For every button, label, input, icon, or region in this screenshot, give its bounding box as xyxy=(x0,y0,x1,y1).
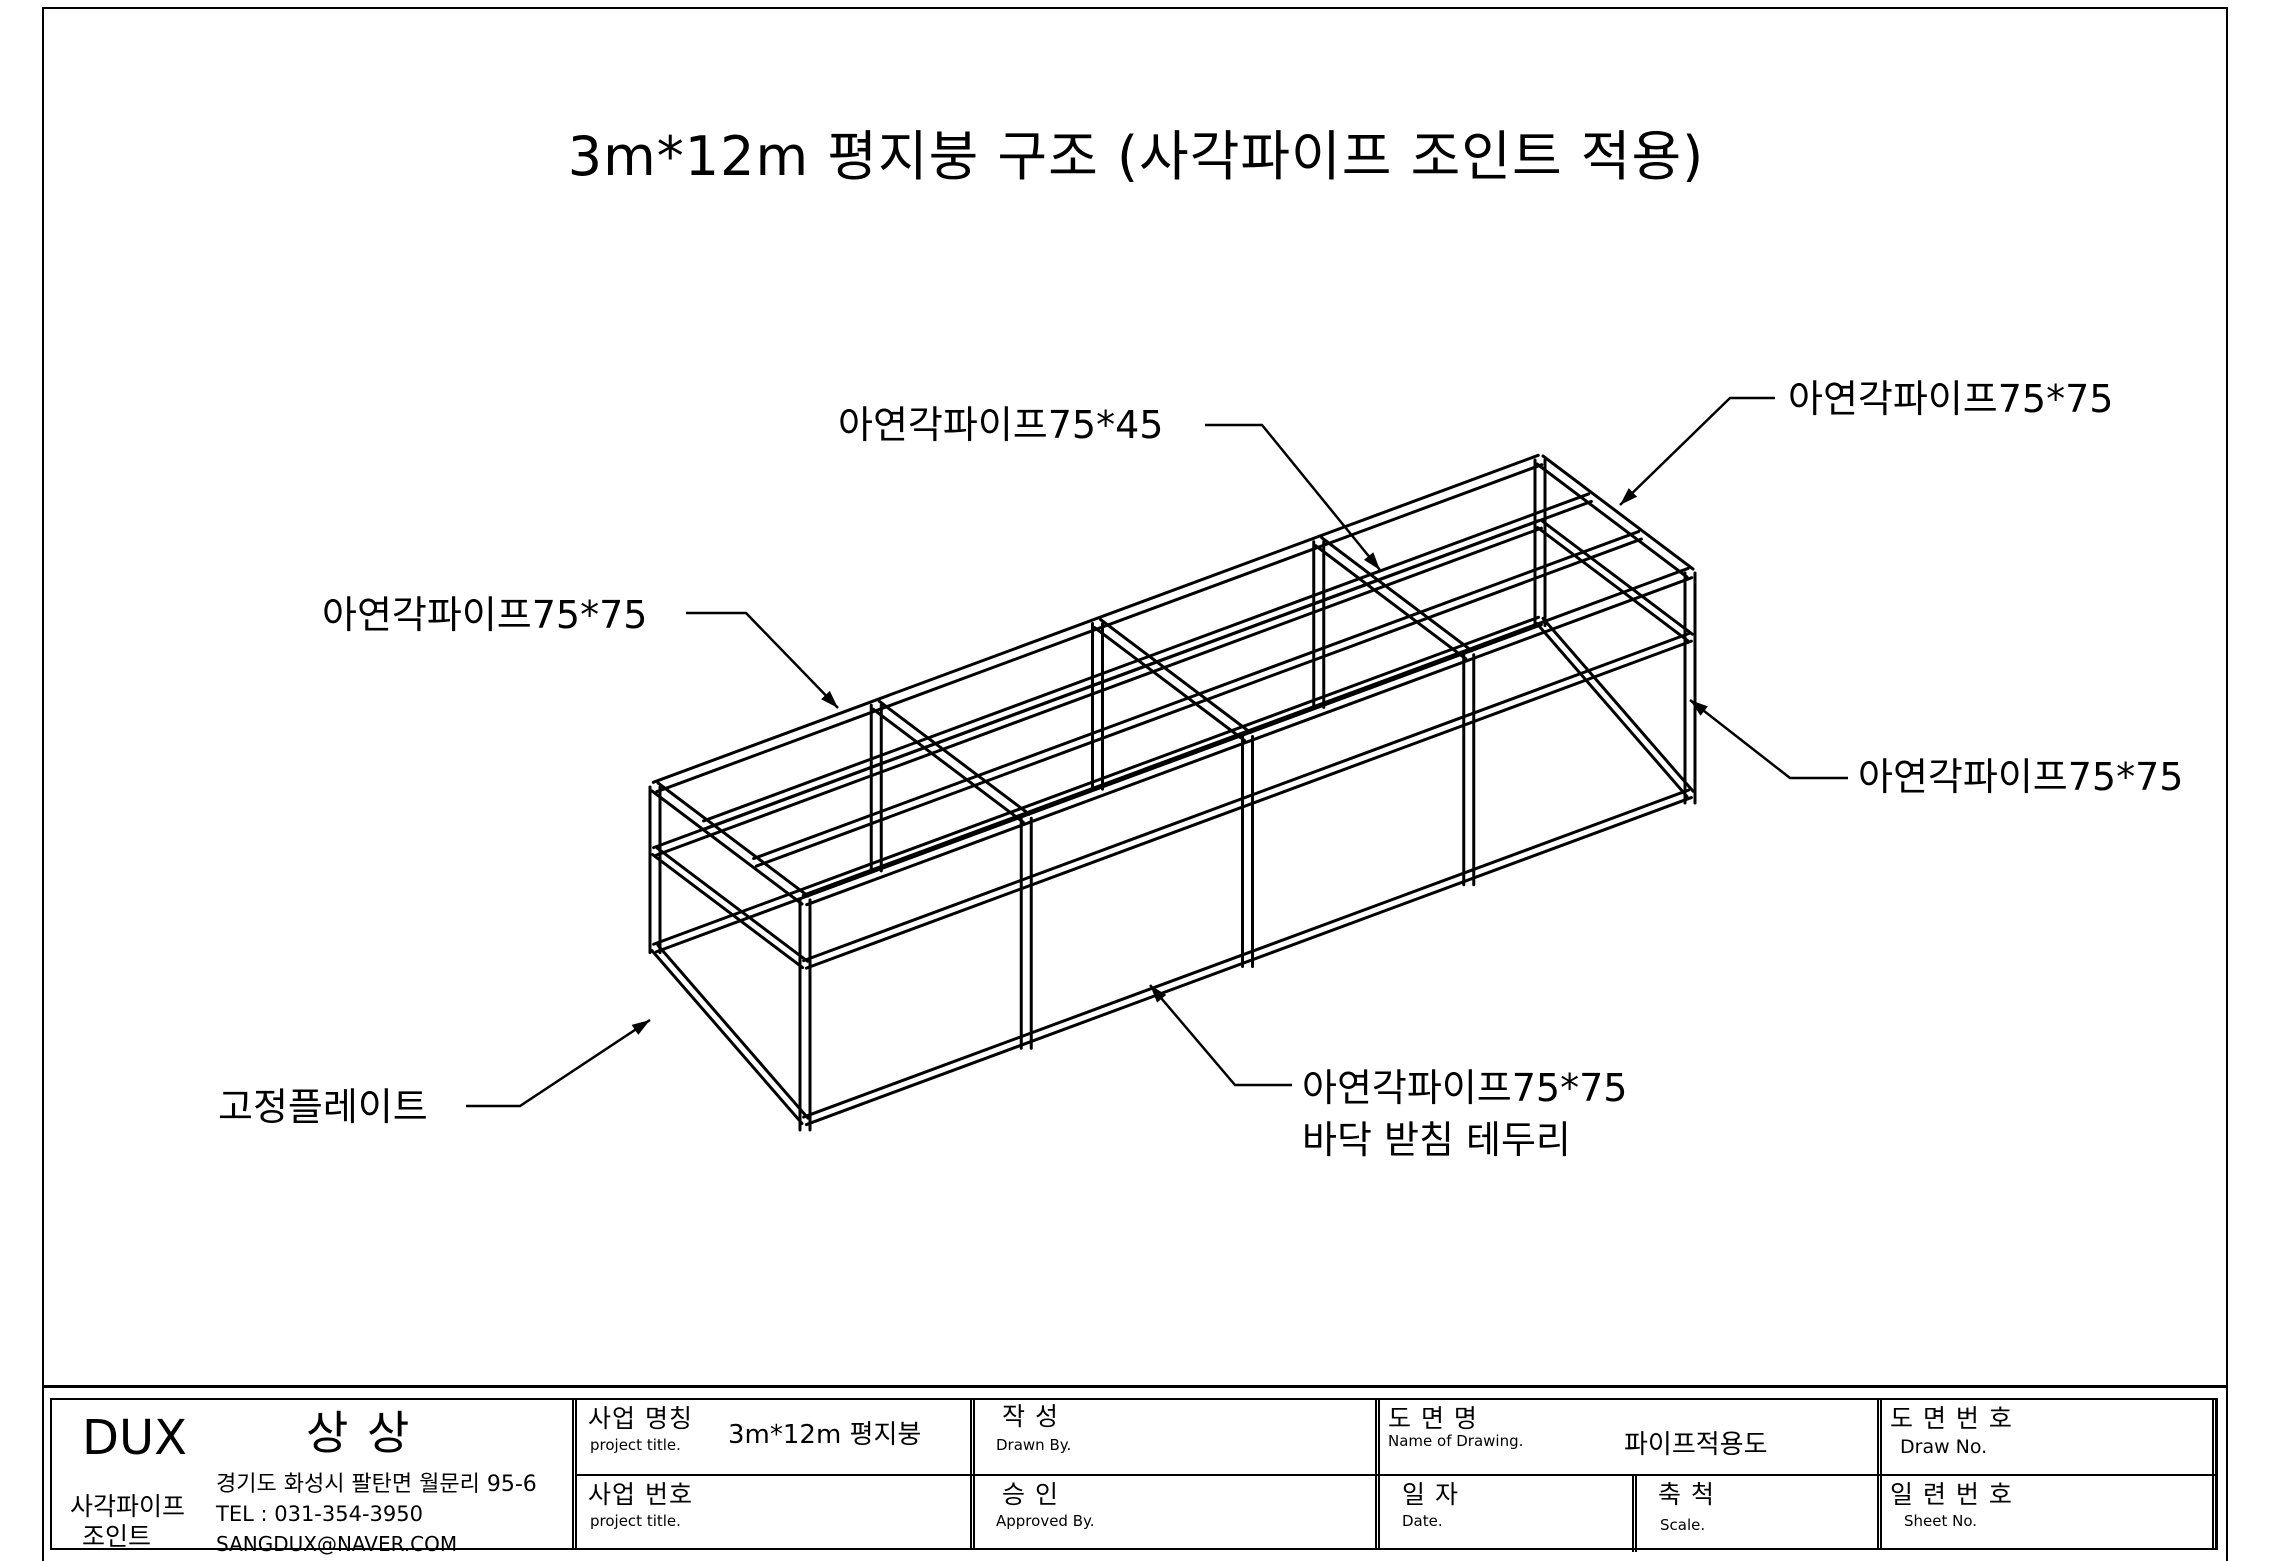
end-base-rail xyxy=(1541,616,1695,793)
frame-members xyxy=(648,453,1697,1132)
end-base-rail xyxy=(1535,622,1689,798)
back-base-rail xyxy=(652,615,1541,946)
project-name-label-en: project title. xyxy=(590,1436,681,1454)
drawn-by-label: 작 성 xyxy=(1002,1402,1059,1431)
date-label: 일 자 xyxy=(1402,1480,1459,1509)
project-number-label-en: project title. xyxy=(590,1512,681,1530)
drawing-name-value: 파이프적용도 xyxy=(1624,1430,1768,1460)
callout-fixing-plate: 고정플레이트 xyxy=(218,1085,428,1129)
leader-bottom xyxy=(1149,984,1292,1087)
roof-back-rail xyxy=(655,463,1544,794)
company-tel: TEL : 031-354-3950 xyxy=(216,1502,423,1526)
leader-top-center-arrowhead xyxy=(1363,552,1380,570)
drawing-title: 3m*12m 평지붕 구조 (사각파이프 조인트 적용) xyxy=(567,125,1705,188)
leader-top-right xyxy=(1619,396,1775,506)
drawing-number-label: 도 면 번 호 xyxy=(1890,1404,2013,1433)
leader-left-arrowhead xyxy=(821,690,838,708)
front-base-rail xyxy=(802,788,1691,1119)
leader-right xyxy=(1689,699,1848,780)
roof-front-rail xyxy=(801,566,1690,897)
callout-left: 아연각파이프75*75 xyxy=(322,593,648,637)
roof-cross-beam xyxy=(1314,544,1468,661)
company-address: 경기도 화성시 팔탄면 월문리 95-6 xyxy=(216,1472,537,1497)
callout-bottom-line1: 아연각파이프75*75 xyxy=(1302,1066,1628,1110)
leader-bottom-arrowhead xyxy=(1150,985,1167,1003)
drawing-name-label-en: Name of Drawing. xyxy=(1388,1432,1524,1450)
scale-label-en: Scale. xyxy=(1660,1516,1706,1534)
approved-by-label-en: Approved By. xyxy=(996,1512,1095,1530)
roof-cross-beam xyxy=(871,707,1025,824)
roof-back-rail xyxy=(651,453,1540,784)
front-mid-rail xyxy=(802,632,1691,963)
drawing-name-label: 도 면 명 xyxy=(1388,1404,1478,1433)
end-mid-rail xyxy=(651,853,805,970)
sheet-number-label: 일 련 번 호 xyxy=(1890,1480,2013,1509)
roof-cross-beam xyxy=(1535,462,1689,579)
callout-top-center: 아연각파이프75*45 xyxy=(838,403,1164,447)
roof-purlin xyxy=(702,492,1591,823)
leader-top-center xyxy=(1205,423,1381,571)
back-base-rail xyxy=(654,623,1543,954)
project-name-value: 3m*12m 평지붕 xyxy=(728,1420,922,1450)
product-line1: 사각파이프 xyxy=(70,1492,186,1521)
title-block: DUX 상 상 사각파이프 조인트 경기도 화성시 팔탄면 월문리 95-6 T… xyxy=(42,1385,2228,1557)
sheet-number-label-en: Sheet No. xyxy=(1904,1512,1978,1530)
leader-arrowheads xyxy=(631,488,1708,1035)
back-mid-rail xyxy=(654,526,1543,857)
callout-bottom: 아연각파이프75*75 바닥 받침 테두리 xyxy=(1302,1062,1627,1166)
front-mid-rail xyxy=(804,639,1693,970)
title-block-frame: DUX 상 상 사각파이프 조인트 경기도 화성시 팔탄면 월문리 95-6 T… xyxy=(50,1398,2218,1554)
front-base-rail xyxy=(804,796,1693,1127)
project-number-label: 사업 번호 xyxy=(588,1480,693,1509)
sheet-border xyxy=(42,7,2228,1561)
leader-top-right-arrowhead xyxy=(1620,488,1638,505)
end-mid-rail xyxy=(1536,526,1690,643)
project-name-label: 사업 명칭 xyxy=(588,1404,693,1433)
roof-purlin xyxy=(754,537,1643,868)
company-brand: DUX xyxy=(82,1410,187,1466)
end-base-rail xyxy=(650,949,804,1125)
leader-fixing-plate xyxy=(466,1018,651,1108)
callout-right: 아연각파이프75*75 xyxy=(1858,755,2184,799)
drawn-by-label-en: Drawn By. xyxy=(996,1436,1072,1454)
callout-top-right: 아연각파이프75*75 xyxy=(1788,377,2114,421)
roof-cross-beam xyxy=(650,789,804,906)
back-mid-rail xyxy=(652,519,1541,850)
roof-cross-beam xyxy=(877,699,1031,816)
callout-bottom-line2: 바닥 받침 테두리 xyxy=(1302,1118,1571,1162)
scale-label: 축 척 xyxy=(1658,1480,1715,1509)
leader-left xyxy=(686,611,839,709)
roof-cross-beam xyxy=(1541,454,1695,571)
company-name: 상 상 xyxy=(306,1406,412,1460)
roof-cross-beam xyxy=(656,781,810,898)
roof-cross-beam xyxy=(1092,625,1246,742)
leader-right-arrowhead xyxy=(1690,700,1708,716)
date-label-en: Date. xyxy=(1402,1512,1443,1530)
roof-cross-beam xyxy=(1320,536,1474,653)
product-line2: 조인트 xyxy=(82,1522,152,1551)
end-mid-rail xyxy=(655,846,809,963)
leader-lines xyxy=(466,396,1848,1108)
roof-cross-beam xyxy=(1099,618,1253,735)
approved-by-label: 승 인 xyxy=(1002,1480,1059,1509)
company-email: SANGDUX@NAVER.COM xyxy=(216,1532,458,1556)
roof-purlin xyxy=(752,530,1641,861)
leader-fixing-plate-arrowhead xyxy=(631,1020,650,1035)
drawing-number-label-en: Draw No. xyxy=(1900,1436,1988,1458)
end-mid-rail xyxy=(1540,519,1694,636)
end-base-rail xyxy=(656,943,810,1120)
